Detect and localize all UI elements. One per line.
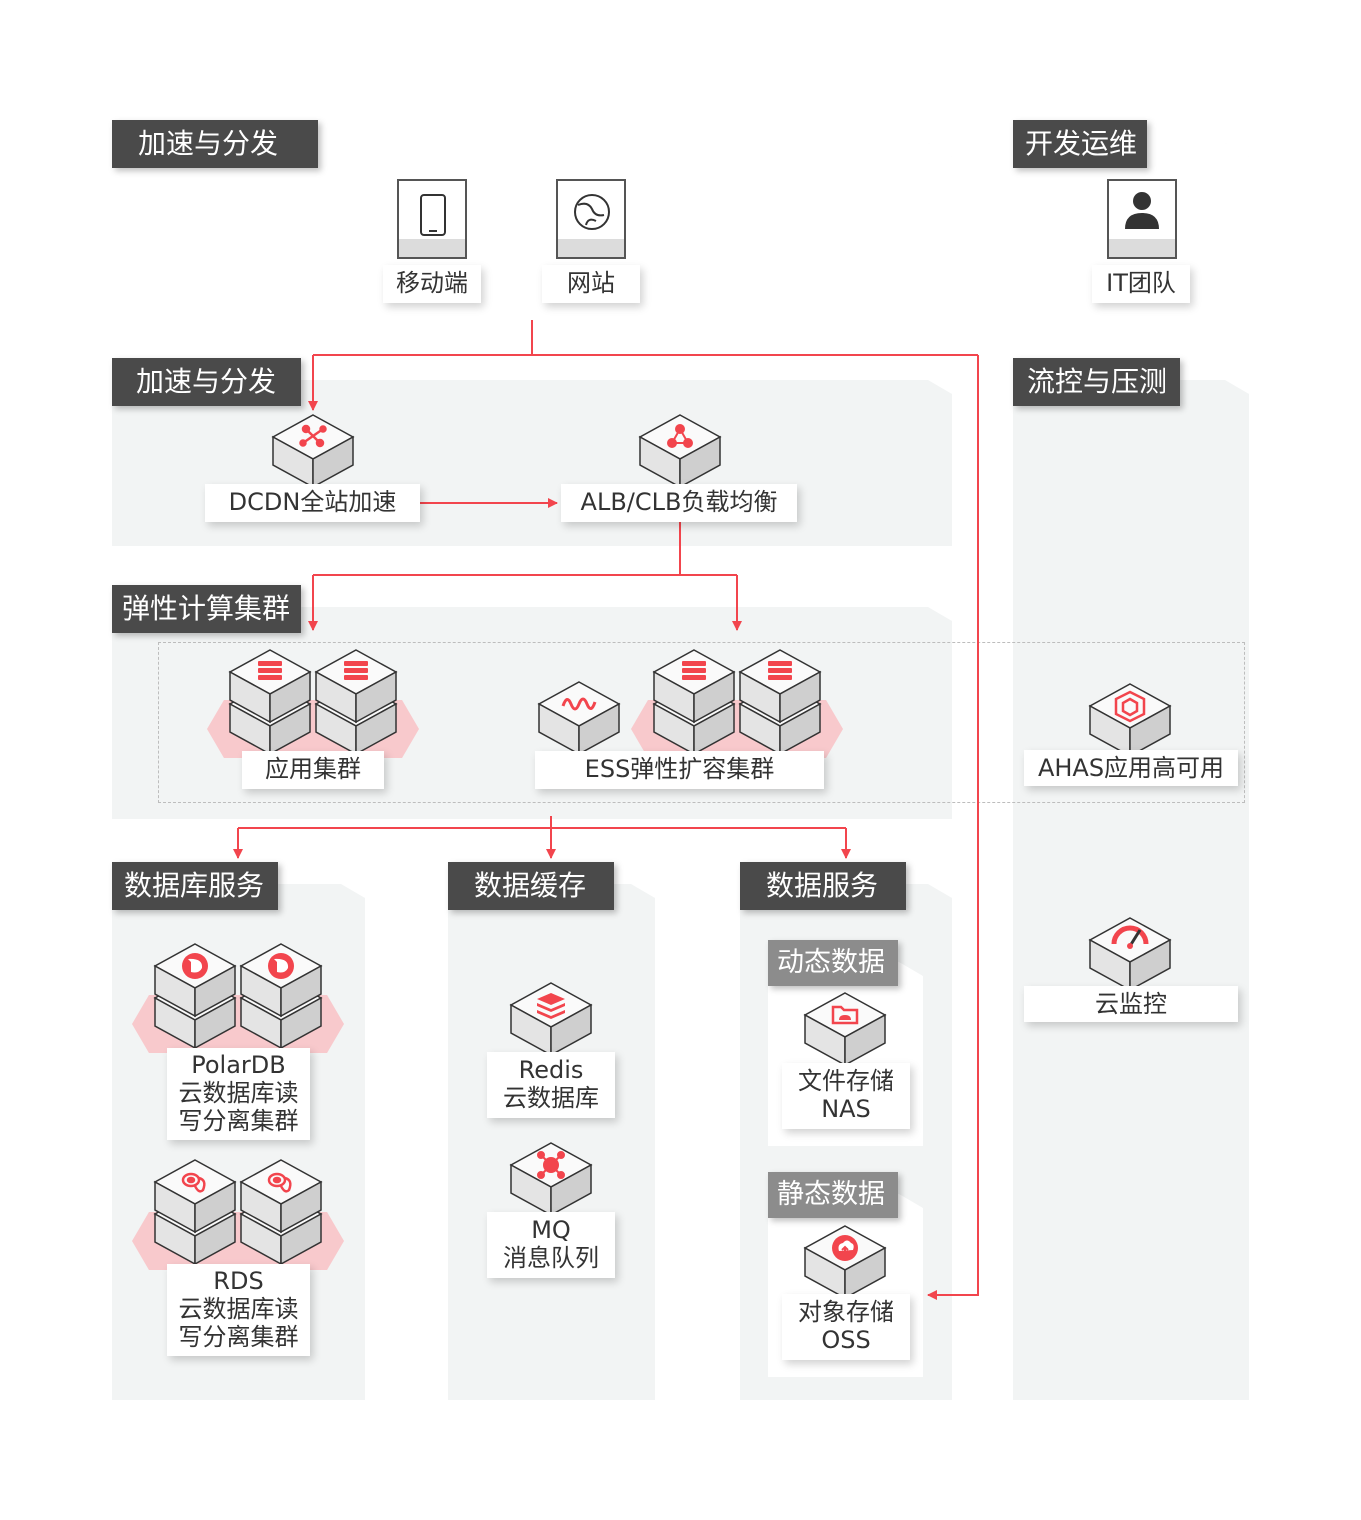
it-team-label: IT团队 (1092, 265, 1190, 303)
folder-icon (831, 1005, 859, 1025)
rds-cubes (153, 1159, 323, 1266)
database-icon (267, 1172, 292, 1193)
hub-icon (537, 1151, 565, 1179)
polardb-label: PolarDB 云数据库读 写分离集群 (167, 1048, 310, 1140)
load-balancer-icon (667, 424, 693, 448)
panel-cache (448, 884, 655, 1400)
globe-icon (574, 194, 610, 230)
redis-label: Redis 云数据库 (487, 1052, 615, 1118)
section-title-compute: 弹性计算集群 (112, 585, 301, 633)
dolphin-icon (182, 953, 208, 979)
database-icon (181, 1172, 206, 1193)
section-title-top-access: 加速与分发 (112, 120, 318, 168)
oss-cube (803, 1225, 887, 1300)
user-icon (1125, 192, 1159, 229)
website-label: 网站 (542, 265, 640, 303)
box-icon (1114, 690, 1146, 723)
server-stack-icon (682, 661, 706, 680)
section-title-database: 数据库服务 (112, 862, 278, 910)
dolphin-icon (268, 953, 294, 979)
website-device (556, 179, 626, 259)
server-stack-icon (344, 661, 368, 680)
layers-icon (537, 993, 565, 1019)
server-stack-icon (258, 661, 282, 680)
app-cluster-cubes (228, 649, 398, 756)
network-nodes-icon (299, 424, 327, 448)
gauge-icon (1111, 925, 1149, 949)
section-title-devops: 开发运维 (1013, 120, 1147, 168)
section-title-static-data: 静态数据 (768, 1172, 898, 1218)
section-title-flow-control: 流控与压测 (1013, 358, 1180, 406)
monitor-label: 云监控 (1024, 986, 1238, 1022)
mobile-label: 移动端 (383, 265, 481, 303)
app-cluster-label: 应用集群 (242, 751, 384, 789)
mq-label: MQ 消息队列 (487, 1212, 615, 1278)
dcdn-cube (271, 414, 355, 489)
panel-top-access (112, 143, 952, 320)
nas-cube (803, 992, 887, 1067)
ess-cube (537, 681, 621, 756)
ahas-label: AHAS应用高可用 (1024, 750, 1238, 786)
section-title-cache: 数据缓存 (448, 862, 614, 910)
rds-label: RDS 云数据库读 写分离集群 (167, 1264, 310, 1356)
compute-group-boundary (158, 642, 1245, 803)
oss-label: 对象存储 OSS (782, 1294, 910, 1360)
mq-cube (509, 1142, 593, 1217)
mobile-device (397, 179, 467, 259)
it-team-device (1107, 179, 1177, 259)
wave-icon (561, 697, 597, 711)
panel-flow-control (1013, 380, 1249, 1400)
alb-cube (638, 414, 722, 489)
section-title-data-services: 数据服务 (740, 862, 906, 910)
ess-cluster-cubes (652, 649, 822, 756)
phone-icon (420, 194, 446, 236)
monitor-cube (1088, 917, 1172, 992)
section-title-dynamic-data: 动态数据 (768, 940, 898, 986)
redis-cube (509, 982, 593, 1057)
ess-label: ESS弹性扩容集群 (535, 751, 824, 789)
nas-label: 文件存储 NAS (782, 1063, 910, 1129)
polardb-cubes (153, 943, 323, 1050)
section-title-acceleration: 加速与分发 (112, 358, 301, 406)
cloud-upload-icon (832, 1235, 858, 1261)
dcdn-label: DCDN全站加速 (205, 484, 420, 522)
ahas-cube (1088, 683, 1172, 758)
alb-label: ALB/CLB负载均衡 (561, 484, 797, 522)
server-stack-icon (768, 661, 792, 680)
